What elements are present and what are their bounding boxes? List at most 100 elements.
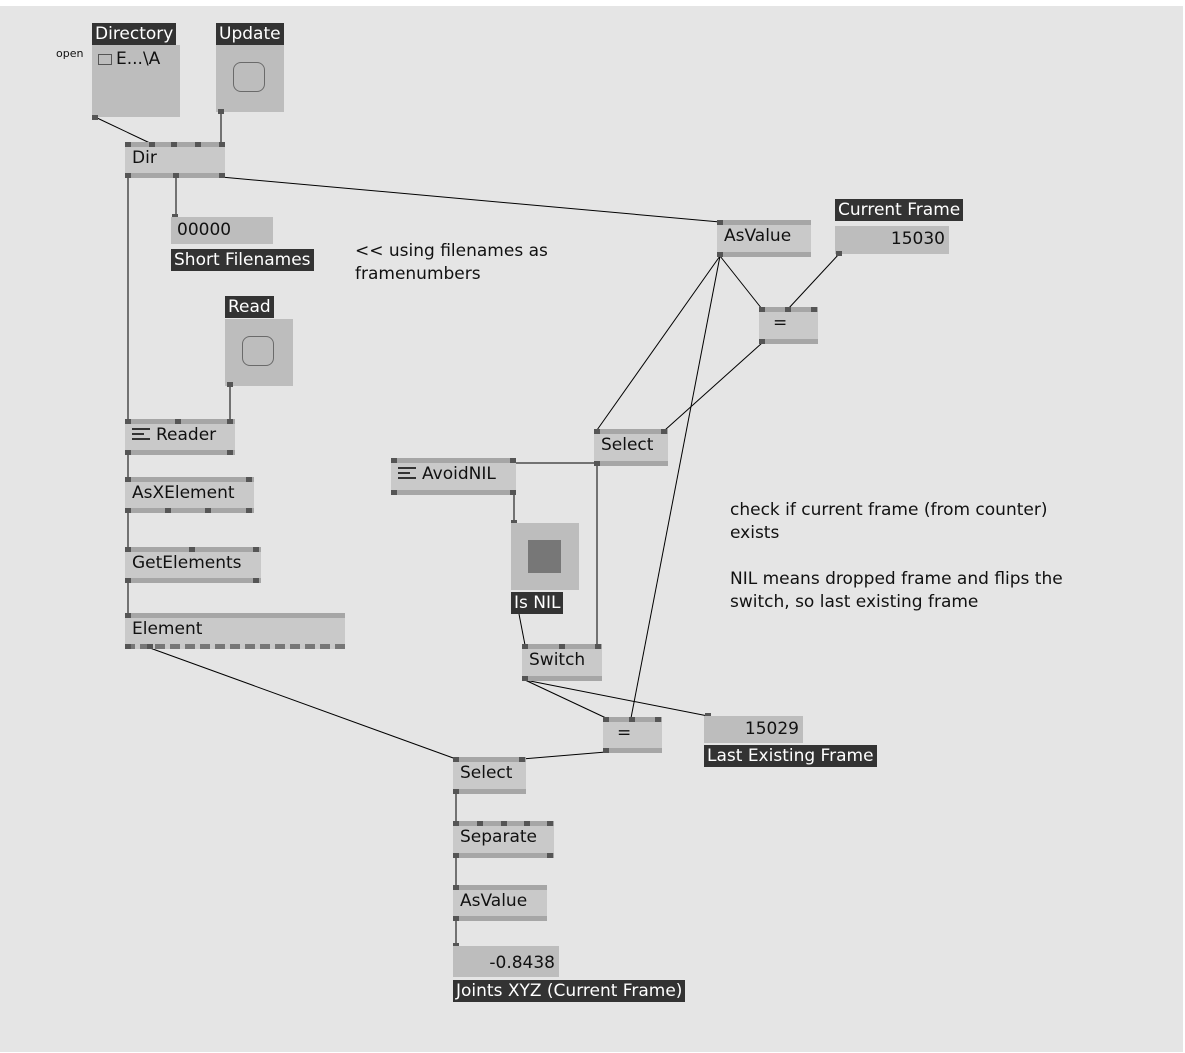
select-bottom-node[interactable]: Select <box>453 757 526 794</box>
update-output-pin[interactable] <box>218 109 224 114</box>
dir-input-pin[interactable] <box>149 142 155 147</box>
getelements-node-label: GetElements <box>132 553 242 573</box>
select-bottom-output-pin[interactable] <box>453 789 459 794</box>
reader-input-pin[interactable] <box>175 419 181 424</box>
equals-bottom-node-label: = <box>617 723 632 743</box>
avoidnil-node[interactable]: AvoidNIL <box>391 458 516 495</box>
reader-node[interactable]: Reader <box>125 419 235 455</box>
separate-output-pin[interactable] <box>453 853 459 858</box>
reader-output-pin[interactable] <box>125 450 131 455</box>
equals-bottom-input-pin[interactable] <box>629 717 635 722</box>
asvalue-top-output-pin[interactable] <box>717 252 723 257</box>
current-frame-output-pin[interactable] <box>836 251 842 256</box>
equals-bottom-node[interactable]: = <box>603 717 662 753</box>
switch-input-pin[interactable] <box>595 644 601 649</box>
equals-top-input-pin[interactable] <box>785 307 791 312</box>
avoidnil-output-pin[interactable] <box>510 490 516 495</box>
asvalue-top-input-pin[interactable] <box>717 220 723 225</box>
element-node[interactable]: Element <box>125 613 345 649</box>
joints-field[interactable]: -0.8438 <box>453 946 559 977</box>
getelements-input-pin[interactable] <box>253 547 259 552</box>
joints-input-pin[interactable] <box>453 943 459 948</box>
reader-output-pin[interactable] <box>227 450 233 455</box>
dir-output-pin[interactable] <box>125 173 131 178</box>
asxelement-input-pin[interactable] <box>125 477 131 482</box>
separate-node[interactable]: Separate <box>453 821 554 858</box>
equals-top-output-pin[interactable] <box>759 339 765 344</box>
current-frame-field[interactable]: 15030 <box>835 226 949 254</box>
equals-bottom-input-pin[interactable] <box>655 717 661 722</box>
equals-top-input-pin[interactable] <box>811 307 817 312</box>
avoidnil-input-pin[interactable] <box>510 458 516 463</box>
last-frame-input-pin[interactable] <box>705 713 711 718</box>
update-bang-button[interactable] <box>233 62 265 92</box>
asxelement-output-pin[interactable] <box>125 508 131 513</box>
select-bottom-input-pin[interactable] <box>453 757 459 762</box>
switch-output-pin[interactable] <box>522 676 528 681</box>
reader-input-pin[interactable] <box>227 419 233 424</box>
directory-field[interactable]: E...\A <box>92 45 180 117</box>
separate-input-pin[interactable] <box>524 821 530 826</box>
dir-input-pin[interactable] <box>219 142 225 147</box>
avoidnil-output-pin[interactable] <box>391 490 397 495</box>
equals-bottom-input-pin[interactable] <box>603 717 609 722</box>
dir-output-pin[interactable] <box>219 173 225 178</box>
dir-node[interactable]: Dir <box>125 142 225 178</box>
is-nil-label: Is NIL <box>511 592 564 614</box>
select-top-node[interactable]: Select <box>594 429 668 466</box>
select-top-node-label: Select <box>601 435 654 455</box>
select-bottom-input-pin[interactable] <box>519 757 525 762</box>
read-bang[interactable] <box>225 319 293 386</box>
separate-input-pin[interactable] <box>453 821 459 826</box>
equals-top-input-pin[interactable] <box>759 307 765 312</box>
asxelement-output-pin[interactable] <box>165 508 171 513</box>
select-top-input-pin[interactable] <box>594 429 600 434</box>
avoidnil-input-pin[interactable] <box>391 458 397 463</box>
equals-top-node[interactable]: = <box>759 307 818 344</box>
asxelement-node[interactable]: AsXElement <box>125 477 254 513</box>
short-filenames-field[interactable]: 00000 <box>171 217 273 244</box>
update-bang[interactable] <box>216 45 284 112</box>
getelements-input-pin[interactable] <box>189 547 195 552</box>
dir-input-pin[interactable] <box>125 142 131 147</box>
is-nil-input-pin[interactable] <box>511 520 517 525</box>
getelements-output-pin[interactable] <box>253 578 259 583</box>
getelements-output-pin[interactable] <box>125 578 131 583</box>
asxelement-output-pin[interactable] <box>205 508 211 513</box>
read-output-pin[interactable] <box>227 382 233 387</box>
read-bang-button[interactable] <box>242 336 274 366</box>
element-input-pin[interactable] <box>125 613 131 618</box>
separate-output-pin[interactable] <box>547 853 553 858</box>
separate-input-pin[interactable] <box>547 821 553 826</box>
reader-input-pin[interactable] <box>125 419 131 424</box>
switch-input-pin[interactable] <box>559 644 565 649</box>
check-comment: check if current frame (from counter) ex… <box>730 500 1063 612</box>
getelements-input-pin[interactable] <box>125 547 131 552</box>
asvalue-bottom-output-pin[interactable] <box>453 916 459 921</box>
last-frame-field[interactable]: 15029 <box>704 716 803 743</box>
switch-input-pin[interactable] <box>522 644 528 649</box>
equals-bottom-output-pin[interactable] <box>603 748 609 753</box>
is-nil-toggle[interactable] <box>511 523 579 590</box>
element-output-pin[interactable] <box>147 644 153 649</box>
separate-input-pin[interactable] <box>477 821 483 826</box>
directory-open-text[interactable]: open <box>56 47 84 60</box>
getelements-node[interactable]: GetElements <box>125 547 261 583</box>
update-label: Update <box>216 23 284 45</box>
switch-node[interactable]: Switch <box>522 644 602 681</box>
asxelement-input-pin[interactable] <box>246 477 252 482</box>
asvalue-top-node[interactable]: AsValue <box>717 220 811 257</box>
select-top-output-pin[interactable] <box>594 461 600 466</box>
short-filenames-input-pin[interactable] <box>172 214 178 219</box>
separate-node-label: Separate <box>460 827 537 847</box>
dir-input-pin[interactable] <box>171 142 177 147</box>
asvalue-bottom-input-pin[interactable] <box>453 885 459 890</box>
dir-input-pin[interactable] <box>195 142 201 147</box>
dir-output-pin[interactable] <box>173 173 179 178</box>
directory-output-pin[interactable] <box>92 115 98 120</box>
separate-input-pin[interactable] <box>501 821 507 826</box>
element-output-pin[interactable] <box>125 644 131 649</box>
asvalue-bottom-node[interactable]: AsValue <box>453 885 547 921</box>
select-top-input-pin[interactable] <box>661 429 667 434</box>
asxelement-output-pin[interactable] <box>246 508 252 513</box>
